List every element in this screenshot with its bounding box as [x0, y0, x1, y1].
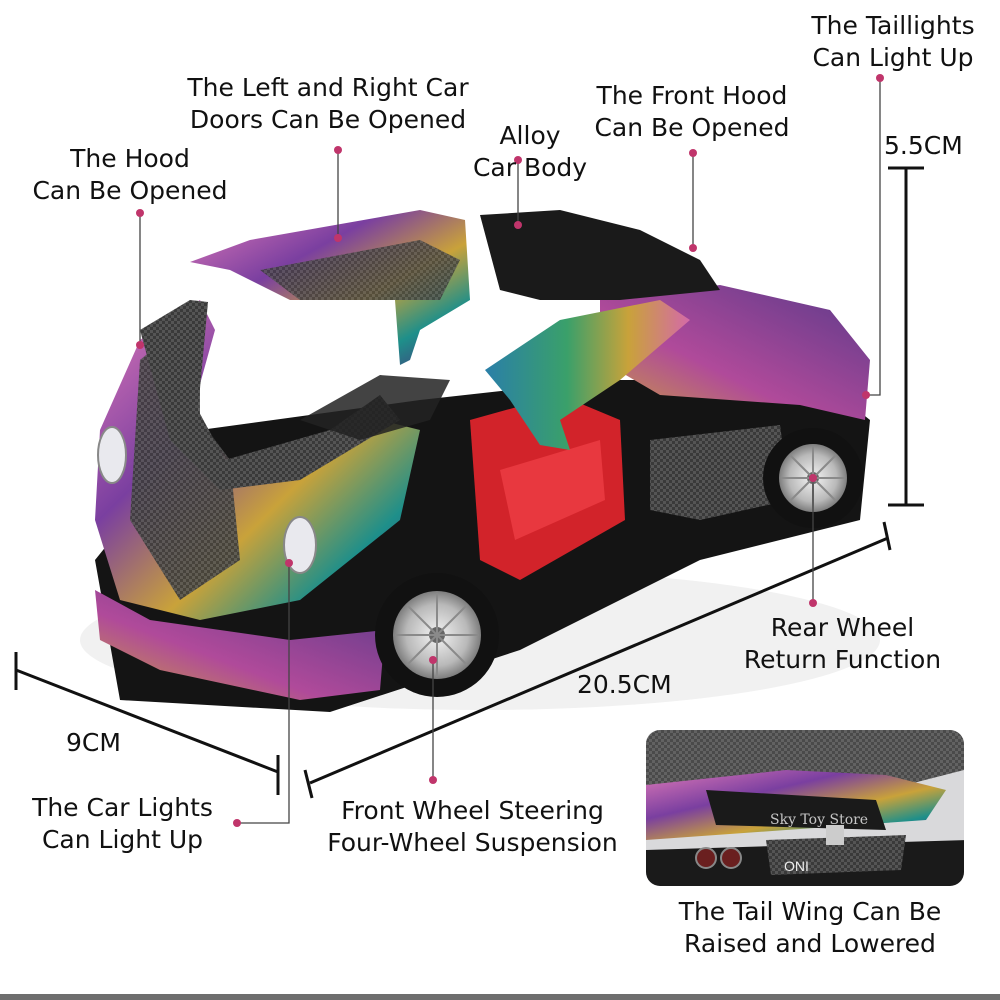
dimension-width — [14, 652, 280, 795]
car-door-right-open — [485, 300, 690, 450]
dot-alloy-bottom — [514, 221, 522, 229]
dot-doors-top — [334, 146, 342, 154]
dimension-width-label: 9CM — [66, 728, 121, 757]
dot-front-hood-top — [689, 149, 697, 157]
dot-front-wheel-top — [429, 656, 437, 664]
dot-taillights-bottom — [862, 391, 870, 399]
dimension-height — [888, 166, 924, 507]
callout-front-wheel: Front Wheel Steering Four-Wheel Suspensi… — [327, 796, 618, 857]
dot-front-wheel-bottom — [429, 776, 437, 784]
car-side-panel — [650, 425, 790, 520]
dot-alloy-top — [514, 156, 522, 164]
dot-hood-top — [136, 209, 144, 217]
callout-front-hood: The Front Hood Can Be Opened — [594, 81, 790, 142]
car-roof — [480, 210, 720, 300]
callout-tail-wing: The Tail Wing Can Be Raised and Lowered — [678, 897, 942, 958]
dimension-height-label: 5.5CM — [884, 131, 963, 160]
inset-watermark: Sky Toy Store — [770, 812, 869, 828]
dot-front-hood-bottom — [689, 244, 697, 252]
car-headlight-left — [97, 426, 127, 484]
tail-wing-inset: Sky Toy Store ONI — [646, 730, 964, 886]
callout-car-lights: The Car Lights Can Light Up — [32, 793, 213, 854]
car-door-left-inner — [260, 240, 460, 300]
dot-car-lights-top — [285, 559, 293, 567]
car-windshield — [300, 375, 450, 440]
callout-dots — [136, 74, 884, 827]
callout-doors: The Left and Right Car Doors Can Be Open… — [187, 73, 469, 134]
dimension-length — [303, 521, 892, 799]
bottom-border — [0, 994, 1000, 1000]
callout-hood: The Hood Can Be Opened — [32, 144, 228, 205]
dot-car-lights-left — [233, 819, 241, 827]
dot-hood-bottom — [136, 341, 144, 349]
inset-badge: ONI — [784, 858, 809, 874]
dot-rear-wheel-top — [809, 474, 817, 482]
callout-taillights: The Taillights Can Light Up — [811, 11, 975, 72]
tail-wing-illustration — [646, 730, 964, 886]
dimension-length-label: 20.5CM — [577, 670, 672, 699]
car-front-hood-open — [140, 300, 400, 490]
dot-rear-wheel-bottom — [809, 599, 817, 607]
dot-doors-bottom — [334, 234, 342, 242]
car-interior-seat-detail — [500, 440, 605, 540]
car-front-bumper — [95, 590, 385, 700]
leader-car-lights — [237, 563, 290, 824]
dot-taillights-top — [876, 74, 884, 82]
front-wheel — [375, 573, 499, 697]
car-headlight-right — [283, 516, 317, 574]
callout-alloy: Alloy Car Body — [472, 121, 588, 182]
callout-rear-wheel: Rear Wheel Return Function — [743, 613, 942, 674]
leader-taillights — [866, 78, 881, 396]
